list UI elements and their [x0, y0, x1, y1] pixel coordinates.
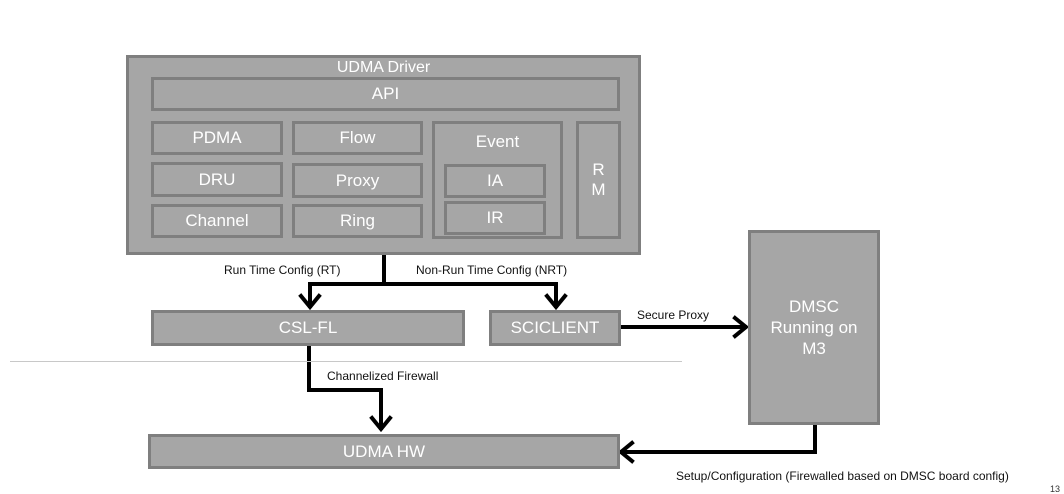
sciclient-box: SCICLIENT	[489, 310, 621, 346]
ia-box: IA	[444, 164, 546, 198]
csl-fl-label: CSL-FL	[278, 318, 338, 337]
firewall-arrowhead	[369, 415, 393, 433]
rm-label-m: M	[591, 180, 606, 199]
dmsc-label-line1: DMSC	[788, 297, 840, 316]
setup-arrowhead	[617, 440, 635, 464]
proxy-box: Proxy	[292, 163, 423, 198]
api-box: API	[151, 77, 620, 111]
pdma-label: PDMA	[192, 128, 242, 147]
dmsc-label-line3: M3	[802, 339, 826, 358]
channel-box: Channel	[151, 204, 283, 238]
divider-line	[10, 361, 682, 362]
pdma-box: PDMA	[151, 121, 283, 155]
event-label: Event	[475, 132, 520, 151]
nrt-arrowhead	[544, 293, 568, 311]
firewall-line	[307, 343, 383, 430]
ring-label: Ring	[340, 211, 375, 230]
flow-box: Flow	[292, 121, 423, 155]
secure-proxy-label: Secure Proxy	[637, 308, 710, 322]
flow-label: Flow	[339, 128, 376, 147]
rm-label-r: R	[592, 160, 605, 179]
ir-box: IR	[444, 201, 546, 235]
ia-label: IA	[486, 171, 504, 190]
dru-label: DRU	[198, 169, 236, 189]
dmsc-label-line2: Running on	[770, 318, 858, 337]
setup-line	[620, 422, 817, 454]
rt-label: Run Time Config (RT)	[224, 263, 341, 277]
channelized-firewall-label: Channelized Firewall	[327, 369, 439, 383]
ring-box: Ring	[292, 204, 423, 238]
rt-arrowhead	[298, 293, 322, 311]
dmsc-box: DMSC Running on M3	[748, 230, 880, 425]
udma-driver-title: UDMA Driver	[336, 59, 431, 76]
csl-fl-box: CSL-FL	[151, 310, 465, 346]
channel-label: Channel	[185, 211, 249, 230]
udma-hw-box: UDMA HW	[148, 434, 620, 469]
api-label: API	[371, 84, 400, 103]
nrt-label: Non-Run Time Config (NRT)	[416, 263, 568, 277]
page-number: 13	[1049, 484, 1060, 494]
setup-config-label: Setup/Configuration (Firewalled based on…	[676, 469, 1009, 483]
proxy-label: Proxy	[335, 170, 380, 190]
sciclient-label: SCICLIENT	[510, 318, 600, 337]
udma-hw-label: UDMA HW	[342, 441, 426, 461]
dru-box: DRU	[151, 162, 283, 197]
rm-box: R M	[576, 121, 621, 239]
ir-label: IR	[486, 208, 504, 227]
secure-proxy-arrowhead	[732, 315, 750, 339]
